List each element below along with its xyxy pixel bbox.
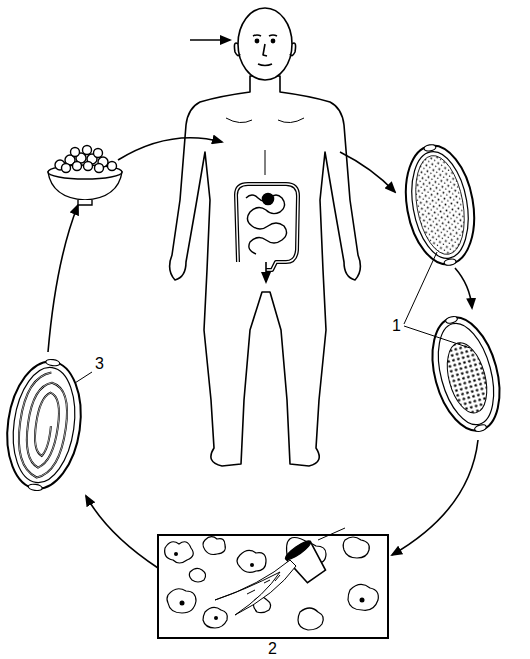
cycle-arrows <box>48 40 478 568</box>
callout-number: 2 <box>268 641 277 657</box>
callout-number: 3 <box>95 356 104 372</box>
egg-embryonated <box>0 355 89 496</box>
egg-unembryonated <box>397 139 483 271</box>
food-bowl <box>48 146 122 206</box>
leader-lines <box>64 252 470 390</box>
human-figure <box>170 8 361 466</box>
soil-garden <box>158 528 388 638</box>
callout-number: 1 <box>392 318 401 334</box>
egg-developing <box>421 309 511 439</box>
